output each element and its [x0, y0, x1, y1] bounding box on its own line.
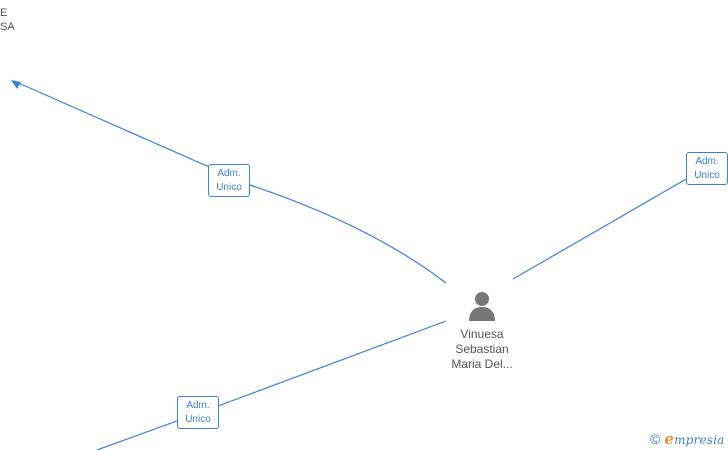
person-node[interactable]: Vinuesa Sebastian Maria Del... [440, 290, 524, 372]
brand-logo-rest: mpresia [674, 433, 725, 447]
edge-to-right-company [512, 177, 689, 280]
brand-logo: empresia [664, 430, 724, 448]
role-badge-bottom-left[interactable]: Adm. Unico [177, 396, 219, 429]
edge-to-top-left-company [13, 80, 447, 284]
role-badge-top-left[interactable]: Adm. Unico [208, 164, 250, 197]
person-name-line-3: Maria Del... [451, 357, 513, 371]
copyright-icon: © [650, 431, 661, 447]
role-badge-right[interactable]: Adm. Unico [686, 152, 728, 185]
role-badge-line-1: Adm. [217, 168, 241, 179]
edge-to-bottom-left-company [96, 320, 447, 450]
company-node-label-top-left[interactable]: E SA [0, 6, 15, 34]
role-badge-line-2: Unico [216, 182, 242, 193]
brand-logo-initial: e [664, 430, 675, 448]
empresia-watermark: © empresia [650, 430, 725, 448]
role-badge-line-1: Adm. [186, 400, 210, 411]
company-name-line-2: SA [0, 21, 15, 33]
person-name-line-2: Sebastian [455, 342, 509, 356]
role-badge-line-1: Adm. [695, 156, 719, 167]
person-name-line-1: Vinuesa [460, 327, 504, 341]
person-name: Vinuesa Sebastian Maria Del... [440, 327, 524, 372]
role-badge-line-2: Unico [694, 170, 720, 181]
role-badge-line-2: Unico [185, 414, 211, 425]
company-name-line-1: E [0, 7, 8, 19]
person-icon [469, 292, 495, 321]
arrow-head-top-left [11, 80, 21, 89]
